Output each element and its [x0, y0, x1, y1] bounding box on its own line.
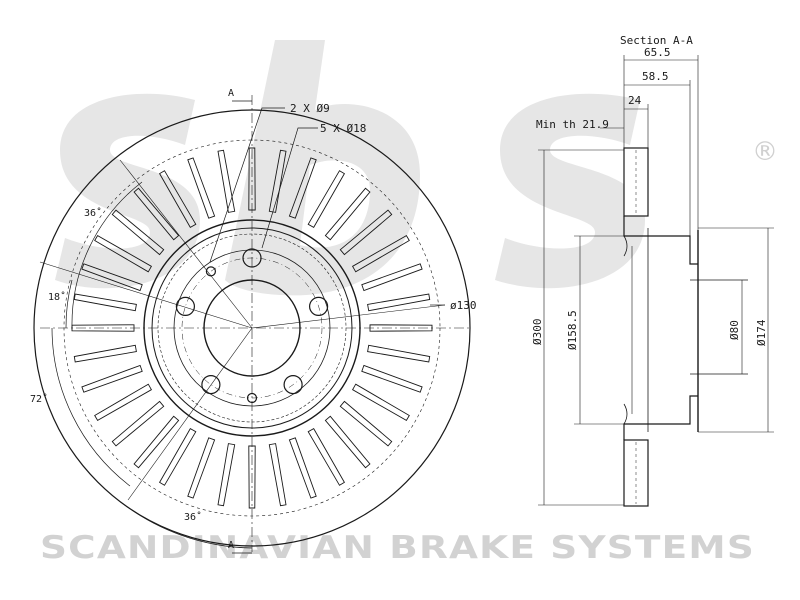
dim-hat-diameter: Ø174 [755, 319, 768, 346]
cooling-vane [339, 400, 393, 447]
cooling-vane [217, 443, 236, 507]
cooling-vane [288, 157, 317, 219]
section-title: Section A-A [620, 34, 693, 47]
cooling-vane [81, 364, 143, 393]
radial-line-54 [119, 159, 253, 329]
cooling-vane [94, 234, 153, 273]
hat-fillet-bottom [623, 403, 628, 425]
cooling-vane [268, 443, 287, 507]
section-view [538, 55, 774, 507]
dim-center-bore: Ø80 [728, 320, 741, 340]
leader-5x18 [261, 127, 318, 249]
angle-arc-72 [51, 327, 131, 487]
bolt-hole [201, 375, 221, 395]
brand-watermark-text: SCANDINAVIAN BRAKE SYSTEMS [40, 530, 755, 566]
cooling-vane [73, 344, 137, 363]
angle-label-left: 18˚ [48, 291, 66, 303]
cooling-vane [187, 157, 216, 219]
cooling-vane [367, 344, 431, 363]
bolt-hole [283, 375, 303, 395]
bolt-hole [175, 296, 195, 316]
dim-hat-height: 58.5 [642, 70, 669, 83]
front-view [33, 95, 471, 554]
hat-fillet-top [623, 235, 628, 257]
cooling-vane [288, 437, 317, 499]
cooling-vane [111, 209, 165, 256]
angle-arc-18 [65, 279, 73, 329]
cooling-vane [367, 293, 431, 312]
cooling-vane [94, 383, 153, 422]
angle-label-bottom-left: 72˚ [30, 393, 48, 405]
hat-profile-bottom [623, 395, 698, 440]
bolt-hole [309, 296, 329, 316]
cooling-vane [351, 234, 410, 273]
section-mark-top: A [228, 88, 234, 99]
cooling-vane [133, 187, 180, 241]
cooling-vane [73, 293, 137, 312]
dim-thickness: 24 [628, 94, 642, 107]
cooling-vane [111, 400, 165, 447]
cooling-vane [339, 209, 393, 256]
radial-line-18 [39, 261, 253, 329]
hole-bolt-callout: 5 X Ø18 [320, 122, 366, 135]
cooling-vane [133, 415, 180, 469]
cooling-vane [217, 149, 236, 213]
cooling-vane [187, 437, 216, 499]
dim-hat-outer-diameter: Ø158.5 [566, 310, 579, 350]
leader-2x9 [209, 107, 285, 263]
min-thickness-label: Min th 21.9 [536, 118, 609, 131]
section-mark-bottom: A [228, 540, 234, 551]
cooling-vane [248, 445, 256, 509]
angle-arc-36-top [71, 181, 143, 329]
sbs-logo-watermark [55, 40, 645, 296]
dim-overall-height: 65.5 [644, 46, 671, 59]
cooling-vanes [71, 147, 433, 509]
angle-label-top-left: 36˚ [84, 207, 102, 219]
cooling-vane [268, 149, 287, 213]
cooling-vane [248, 147, 256, 211]
cooling-vane [324, 187, 371, 241]
cooling-vane [324, 415, 371, 469]
angle-label-bottom: 36˚ [184, 511, 202, 523]
registered-mark: ® [752, 137, 778, 167]
cooling-vane [369, 324, 433, 332]
pcd-label: ø130 [450, 299, 477, 312]
cooling-vane [361, 263, 423, 292]
hole-small-callout: 2 X Ø9 [290, 102, 330, 115]
cooling-vane [361, 364, 423, 393]
cooling-vane [307, 427, 346, 486]
cooling-vane [351, 383, 410, 422]
cooling-vane [158, 427, 197, 486]
dim-outer-diameter: Ø300 [531, 319, 544, 346]
cooling-vane [158, 170, 197, 229]
radial-line-bottom [127, 327, 253, 501]
radial-line-pcd [251, 304, 446, 329]
angle-arc-36-bottom [117, 499, 253, 549]
cooling-vane [307, 170, 346, 229]
cooling-vane [81, 263, 143, 292]
